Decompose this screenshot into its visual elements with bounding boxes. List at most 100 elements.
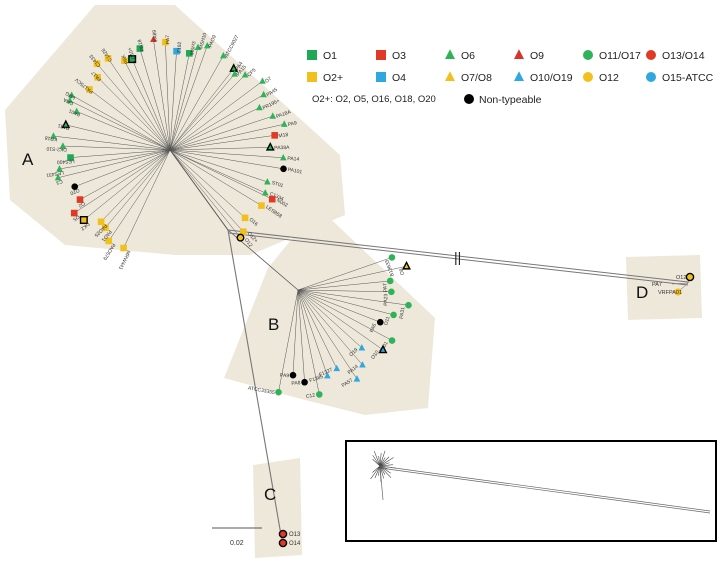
tip-marker [280, 120, 288, 127]
tree-branch [297, 289, 363, 366]
tip-marker [279, 153, 287, 161]
tip-marker [73, 107, 80, 115]
tree-branch [297, 289, 384, 351]
tree-branch [169, 115, 273, 151]
tree-branch [169, 149, 229, 231]
legend-label: O3 [392, 50, 406, 62]
tip-label: PA9 [280, 373, 290, 380]
legend-marker-o3 [376, 50, 386, 60]
tip-marker [241, 214, 249, 222]
cluster-label-b: B [268, 315, 279, 334]
tip-marker [104, 55, 112, 62]
tip-label: Z192 [177, 41, 184, 53]
tip-label: PA7 [652, 282, 662, 288]
tree-branch [124, 60, 171, 151]
cluster-d-region [626, 255, 702, 320]
legend-marker-o4 [376, 72, 386, 82]
legend-marker-o9 [514, 49, 524, 59]
tip-marker [289, 371, 297, 379]
tip-marker [259, 77, 266, 84]
tip-marker [265, 141, 275, 151]
inset-overview-frame [345, 440, 717, 542]
tree-branch [76, 111, 171, 151]
tip-label: LO10+ [127, 46, 138, 62]
tip-label: PA31 [399, 306, 407, 319]
tip-marker [268, 195, 276, 203]
tip-marker [280, 165, 287, 173]
legend-label: O9 [530, 50, 544, 62]
tree-branch [297, 289, 328, 376]
legend-label: O12 [599, 72, 619, 84]
tip-marker [315, 391, 323, 398]
tree-branch [169, 94, 264, 151]
tip-marker [66, 96, 74, 104]
tree-branch [169, 149, 241, 238]
inset-branch [378, 465, 381, 476]
inset-branch [379, 465, 384, 501]
tip-label: O16 [248, 217, 259, 228]
tip-marker [173, 47, 180, 55]
tip-label: C3 [55, 178, 63, 186]
tip-label: ST01 [271, 180, 284, 189]
tip-marker [241, 71, 249, 78]
tip-label: O5 [71, 213, 80, 222]
tree-branch [71, 95, 171, 151]
inset-branch [370, 465, 381, 480]
tree-branch [96, 63, 171, 151]
tree-branch [297, 289, 358, 380]
tree-branch [69, 100, 171, 151]
tip-marker [264, 178, 271, 185]
tip-marker [386, 277, 394, 285]
tip-marker [278, 529, 288, 539]
tip-marker [388, 337, 396, 344]
tip-marker [93, 60, 101, 67]
tree-branch [123, 149, 171, 249]
cluster-label-c: C [264, 485, 276, 504]
tip-label: MSH10 [198, 32, 208, 50]
tree-branches [53, 39, 691, 544]
tree-branch [62, 145, 171, 151]
tip-marker [120, 244, 127, 252]
legend-marker-o11-o17 [583, 50, 593, 60]
tip-marker [105, 237, 113, 245]
tree-branch [169, 149, 284, 159]
tip-label: CHA [62, 96, 75, 106]
legend-marker-o10-o19 [514, 71, 524, 81]
tree-branch [83, 149, 171, 221]
tip-label: N002 [275, 198, 289, 209]
tip-label: ATCC9027 [224, 34, 241, 59]
tip-marker [333, 364, 341, 372]
tree-branch [153, 39, 171, 151]
inset-overview-tree [370, 450, 711, 514]
tip-label: LMG [64, 90, 76, 101]
tip-label: PAO9 [208, 34, 218, 48]
tip-label: PA4 [234, 61, 244, 72]
tree-branch [297, 266, 407, 291]
tip-label: O2 [77, 200, 86, 209]
tip-marker [261, 189, 269, 196]
legend-marker-o2- [307, 72, 317, 82]
tip-marker [240, 228, 247, 235]
tip-marker [278, 538, 288, 548]
cluster-label-a: A [22, 150, 34, 169]
tip-marker [390, 311, 397, 319]
tip-marker [376, 318, 384, 326]
tip-label: O19 [348, 347, 359, 358]
inset-branch [372, 465, 381, 473]
tip-marker [220, 51, 227, 59]
tip-label: PA31 [57, 122, 70, 131]
tree-branch [105, 149, 171, 228]
tip-marker [194, 43, 202, 51]
tree-branch [292, 289, 299, 376]
tip-marker [128, 55, 137, 64]
tree-branch [297, 289, 394, 316]
inset-branch [374, 465, 381, 479]
tip-label: O10 [370, 349, 381, 360]
tree-branch [297, 289, 392, 293]
tip-label: O20 [69, 187, 80, 196]
tip-label: MRW441 [117, 249, 131, 271]
tree-branch [169, 123, 285, 151]
branch-to-d [227, 229, 689, 283]
